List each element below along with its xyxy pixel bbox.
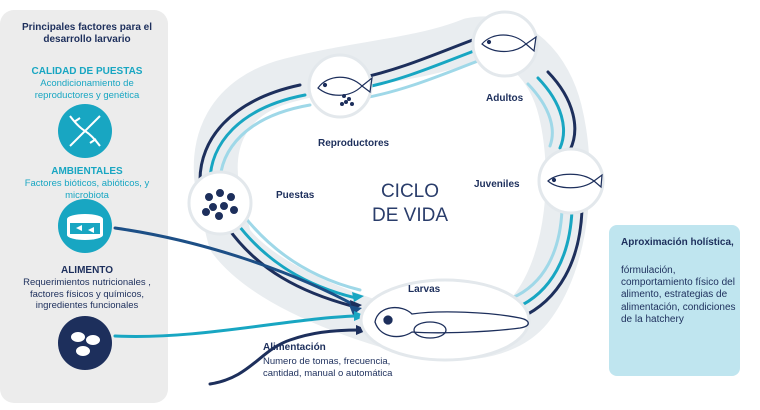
arc-left-mid — [208, 93, 307, 184]
egg — [214, 211, 224, 221]
section-desc-calidad: Acondicionamiento de reproductores y gen… — [34, 78, 140, 101]
egg — [342, 94, 346, 98]
larva-eye — [383, 315, 393, 325]
egg — [215, 188, 225, 198]
arc-lower-left-mid — [234, 220, 358, 300]
juvenile-fish-eye — [551, 177, 557, 183]
section-title-ambientales: AMBIENTALES — [51, 166, 123, 177]
pellet — [86, 335, 100, 345]
node-adultos — [471, 10, 539, 78]
label-reproductores: Reproductores — [318, 138, 390, 149]
adult-fish-eye — [486, 39, 492, 45]
alimentacion-description: Numero de tomas, frecuencia, cantidad, m… — [263, 356, 393, 379]
dna-rung — [89, 138, 97, 144]
section-desc-ambientales: Factores bióticos, abióticos, y microbio… — [24, 178, 150, 201]
egg — [226, 192, 236, 202]
larva-yolk — [413, 321, 447, 339]
alimentacion-title: Alimentación — [263, 342, 326, 353]
label-puestas: Puestas — [276, 190, 315, 201]
holistic-title: Aproximación holística, — [621, 237, 734, 248]
juvenile-fish-tail — [593, 173, 603, 189]
holistic-box-background — [609, 225, 740, 376]
arc-top-mid — [360, 46, 484, 90]
arrow-alimentacion — [208, 328, 362, 386]
egg — [208, 202, 218, 212]
dna-icon — [69, 115, 101, 147]
adult-fish-tail — [525, 35, 537, 53]
arc-lower-right-inner — [510, 208, 564, 300]
feed-pellets-icon-bg — [58, 316, 112, 370]
egg — [201, 207, 211, 217]
reproductores-fish-tail — [361, 76, 373, 94]
node-larvas — [359, 278, 531, 362]
label-larvas: Larvas — [408, 284, 441, 295]
label-adultos: Adultos — [486, 93, 524, 104]
stage-nodes — [187, 10, 605, 362]
label-juveniles: Juveniles — [474, 179, 520, 190]
section-title-alimento: ALIMENTO — [60, 265, 114, 276]
dna-rung — [73, 117, 81, 123]
egg — [340, 102, 344, 106]
cycle-title-line-1: CICLO — [380, 181, 440, 202]
tank-fish — [76, 225, 94, 233]
cycle-arrows — [113, 36, 584, 386]
egg — [204, 192, 214, 202]
larva-body — [374, 307, 529, 338]
arrowhead-ambientales — [349, 305, 362, 315]
tank-water — [70, 223, 100, 234]
section-title-calidad: CALIDAD DE PUESTAS — [31, 66, 143, 77]
section-desc-alimento: Requerimientos nutricionales , factores … — [23, 277, 151, 312]
arc-lower-right-mid — [514, 208, 574, 310]
arc-lower-right-outer — [518, 208, 584, 320]
egg — [347, 97, 351, 101]
cycle-title-line-2: DE VIDA — [371, 204, 449, 226]
arc-left-outer — [198, 83, 302, 182]
eggs-cluster-icon — [201, 188, 239, 221]
fish-tank-icon — [67, 214, 103, 240]
arc-lower-left-outer — [226, 226, 354, 308]
panel-title: Principales factores para el desarrollo … — [21, 22, 153, 46]
arrow-alimento — [113, 314, 358, 338]
arc-right-outer — [546, 70, 577, 152]
arrow-ambientales — [113, 226, 358, 308]
arc-top-outer — [358, 36, 480, 80]
feed-pellets-icon — [71, 332, 100, 356]
reproductores-fish-icon — [317, 76, 373, 96]
larva-icon — [374, 307, 529, 339]
arc-top-inner — [362, 56, 488, 100]
egg — [350, 102, 354, 106]
arc-lower-left-inner — [242, 214, 362, 292]
cycle-center-title: CICLO DE VIDA — [355, 180, 465, 228]
egg — [219, 201, 229, 211]
reproductores-fish-eye — [322, 82, 328, 88]
egg — [229, 205, 239, 215]
reproductores-eggs — [340, 94, 354, 106]
pellet — [76, 346, 90, 356]
juvenile-fish-icon — [547, 173, 603, 189]
holistic-description: fórmulación, comportamiento físico del a… — [621, 265, 736, 325]
egg — [344, 100, 348, 104]
arc-right-inner — [526, 82, 554, 148]
node-juveniles — [537, 147, 605, 215]
pellet — [71, 332, 85, 342]
arc-right-mid — [536, 76, 565, 150]
adult-fish-icon — [481, 34, 537, 53]
arrowhead-larvas-2 — [352, 292, 364, 302]
